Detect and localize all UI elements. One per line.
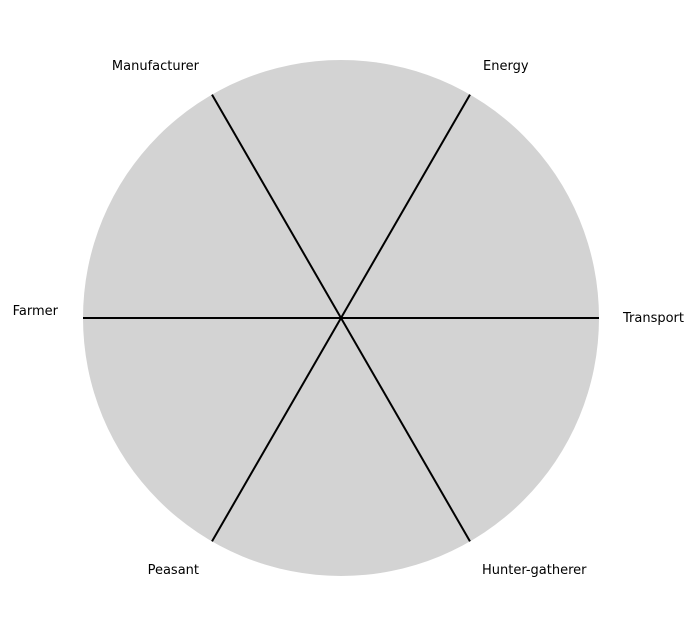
label-peasant: Peasant xyxy=(148,563,199,578)
label-farmer: Farmer xyxy=(13,304,59,319)
label-transport: Transport xyxy=(622,311,684,326)
label-hunter-gatherer: Hunter-gatherer xyxy=(482,563,587,578)
spoke-manufacturer-hunter-gatherer xyxy=(211,94,471,542)
label-manufacturer: Manufacturer xyxy=(112,59,200,74)
label-energy: Energy xyxy=(483,59,529,74)
